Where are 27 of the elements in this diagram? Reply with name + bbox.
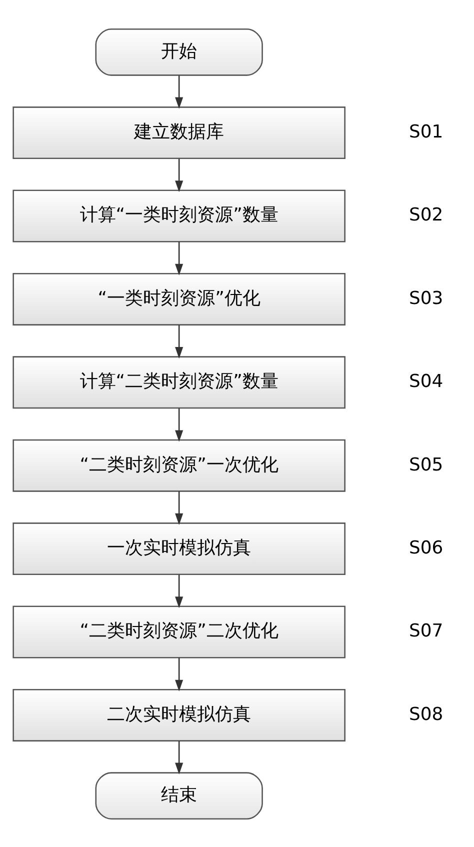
- arrow: [175, 241, 184, 275]
- node-label: S06: [409, 537, 444, 558]
- node-label: S05: [409, 454, 444, 475]
- node-label: S04: [409, 370, 444, 392]
- node-box: 一次实时模拟仿真: [12, 522, 346, 575]
- arrow: [175, 574, 184, 608]
- node-box: 结束: [95, 772, 263, 820]
- arrow: [175, 491, 184, 524]
- node-box: 二次实时模拟仿真: [12, 688, 346, 741]
- node-box: 开始: [95, 28, 263, 76]
- arrow: [175, 158, 184, 192]
- arrow: [175, 408, 184, 442]
- node-box: “二类时刻资源”一次优化: [12, 438, 346, 492]
- node-box: “二类时刻资源”二次优化: [12, 605, 346, 658]
- arrow: [175, 657, 184, 691]
- node-box: 计算“二类时刻资源”数量: [12, 356, 346, 408]
- node-label: S08: [409, 703, 444, 724]
- node-label: S03: [409, 287, 444, 308]
- arrow: [175, 75, 184, 108]
- node-label: S07: [409, 620, 444, 642]
- node-label: S02: [409, 204, 444, 226]
- arrow: [175, 324, 184, 358]
- arrow: [175, 740, 184, 774]
- node-box: 计算“一类时刻资源”数量: [12, 189, 346, 242]
- node-box: “一类时刻资源”优化: [12, 272, 346, 325]
- node-box: 建立数据库: [12, 106, 346, 159]
- node-label: S01: [409, 121, 444, 142]
